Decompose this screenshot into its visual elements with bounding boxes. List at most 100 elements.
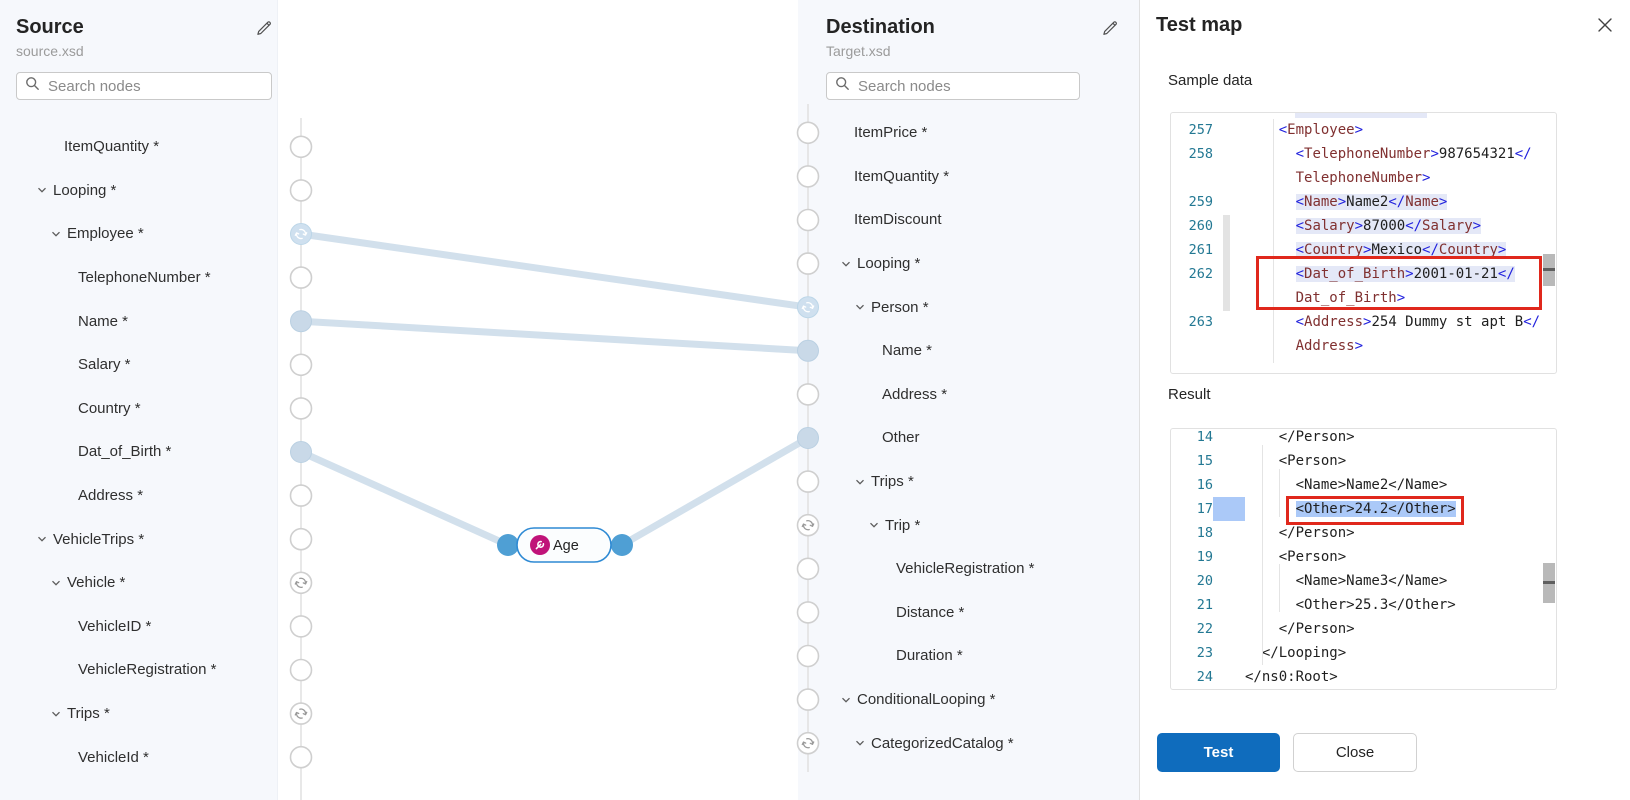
code-text: </Person> <box>1278 429 1355 445</box>
edit-source-schema-button[interactable] <box>252 18 276 45</box>
editor-margin <box>1213 142 1245 166</box>
tree-node-country[interactable]: Country * <box>0 387 277 431</box>
code-line-259: 259 <Name>Name2</Name> <box>1171 190 1556 214</box>
close-panel-button[interactable] <box>1594 14 1616 36</box>
search-icon <box>835 76 850 96</box>
source-search-input[interactable] <box>48 77 263 95</box>
editor-margin <box>1213 449 1245 473</box>
editor-margin <box>1213 473 1245 497</box>
tree-node-itemquantity[interactable]: ItemQuantity * <box>0 125 277 169</box>
tree-node-employee[interactable]: Employee * <box>0 212 277 256</box>
destination-search-input[interactable] <box>858 77 1071 95</box>
test-button[interactable]: Test <box>1157 733 1280 772</box>
mapping-canvas[interactable] <box>278 0 798 800</box>
tree-node-label: Duration * <box>896 647 963 665</box>
modified-lines-strip <box>1223 215 1230 311</box>
tree-node-itemquantity[interactable]: ItemQuantity * <box>798 155 1139 199</box>
tree-node-looping[interactable]: Looping * <box>0 169 277 213</box>
tree-node-dat_of_birth[interactable]: Dat_of_Birth * <box>0 430 277 474</box>
tree-node-trip[interactable]: Trip * <box>798 503 1139 547</box>
line-number <box>1171 334 1213 358</box>
code-text: Address> <box>1295 338 1364 354</box>
close-icon <box>1596 18 1614 37</box>
tree-node-itemprice[interactable]: ItemPrice * <box>798 111 1139 155</box>
tree-node-address[interactable]: Address * <box>0 474 277 518</box>
tree-node-conditionallooping[interactable]: ConditionalLooping * <box>798 678 1139 722</box>
tree-node-name[interactable]: Name * <box>798 329 1139 373</box>
tree-node-vehicletrips[interactable]: VehicleTrips * <box>0 517 277 561</box>
tree-node-label: Looping * <box>857 255 921 273</box>
indent-guide <box>1273 119 1274 363</box>
tree-node-duration[interactable]: Duration * <box>798 634 1139 678</box>
line-number: 263 <box>1188 314 1213 330</box>
code-text: <Other>24.2</Other> <box>1295 501 1456 517</box>
line-number: 259 <box>1188 194 1213 210</box>
tree-node-label: Salary * <box>78 356 131 374</box>
tree-node-label: VehicleRegistration * <box>78 661 217 679</box>
chevron-down-icon[interactable] <box>854 300 868 314</box>
chevron-down-icon[interactable] <box>868 518 882 532</box>
line-number <box>1171 166 1213 190</box>
indent-guide <box>1279 469 1280 517</box>
tree-node-person[interactable]: Person * <box>798 285 1139 329</box>
tree-node-vehicleregistration[interactable]: VehicleRegistration * <box>0 648 277 692</box>
tree-node-label: Distance * <box>896 603 965 621</box>
code-line-257: 257 <Employee> <box>1171 118 1556 142</box>
overview-ruler-mark <box>1543 581 1555 584</box>
code-text: <Dat_of_Birth>2001-01-21</ <box>1295 266 1515 282</box>
tree-node-other[interactable]: Other <box>798 416 1139 460</box>
code-text: <Country>Mexico</Country> <box>1295 242 1507 258</box>
tree-node-distance[interactable]: Distance * <box>798 591 1139 635</box>
tree-node-vehicleid[interactable]: VehicleId * <box>0 735 277 779</box>
chevron-down-icon[interactable] <box>840 693 854 707</box>
line-number: 15 <box>1196 453 1213 469</box>
destination-search-box <box>826 72 1080 100</box>
scrollbar-thumb[interactable] <box>1543 563 1555 603</box>
code-text: </Person> <box>1278 525 1355 541</box>
result-editor[interactable]: 14 </Person>15 <Person>16 <Name>Name2</N… <box>1170 428 1557 690</box>
tree-node-vehicleid[interactable]: VehicleID * <box>0 605 277 649</box>
tree-node-looping[interactable]: Looping * <box>798 242 1139 286</box>
tree-node-telephonenumber[interactable]: TelephoneNumber * <box>0 256 277 300</box>
chevron-down-icon[interactable] <box>36 183 50 197</box>
editor-margin <box>1213 310 1245 334</box>
chevron-down-icon[interactable] <box>50 707 64 721</box>
scrollbar-thumb[interactable] <box>1543 254 1555 286</box>
edit-destination-schema-button[interactable] <box>1098 18 1122 45</box>
sample-data-editor[interactable]: 257 <Employee>258 <TelephoneNumber>98765… <box>1170 112 1557 374</box>
tree-node-label: Vehicle * <box>67 574 126 592</box>
code-text: <Person> <box>1278 453 1347 469</box>
code-line-263: 263 <Address>254 Dummy st apt B</ <box>1171 310 1556 334</box>
editor-margin <box>1213 593 1245 617</box>
chevron-down-icon[interactable] <box>854 475 868 489</box>
tree-node-categorizedcatalog[interactable]: CategorizedCatalog * <box>798 721 1139 765</box>
tree-node-salary[interactable]: Salary * <box>0 343 277 387</box>
tree-node-label: ItemPrice * <box>854 124 928 142</box>
code-line-262: 262 <Dat_of_Birth>2001-01-21</ <box>1171 262 1556 286</box>
tree-node-trips[interactable]: Trips * <box>0 692 277 736</box>
close-button[interactable]: Close <box>1293 733 1417 772</box>
tree-node-name[interactable]: Name * <box>0 299 277 343</box>
chevron-down-icon[interactable] <box>36 532 50 546</box>
chevron-down-icon[interactable] <box>50 227 64 241</box>
source-panel: Source source.xsd ItemQuantity *Looping … <box>0 0 278 800</box>
tree-node-address[interactable]: Address * <box>798 373 1139 417</box>
tree-node-label: Trips * <box>67 705 110 723</box>
tree-node-trips[interactable]: Trips * <box>798 460 1139 504</box>
pencil-icon <box>1100 21 1120 43</box>
chevron-down-icon[interactable] <box>50 576 64 590</box>
search-icon <box>25 76 40 96</box>
pencil-icon <box>254 21 274 43</box>
editor-margin <box>1213 569 1245 593</box>
tree-node-label: ItemQuantity * <box>854 167 950 185</box>
chevron-down-icon[interactable] <box>854 736 868 750</box>
tree-node-vehicleregistration[interactable]: VehicleRegistration * <box>798 547 1139 591</box>
source-schema-name: source.xsd <box>16 43 84 59</box>
chevron-down-icon[interactable] <box>840 257 854 271</box>
tree-node-vehicle[interactable]: Vehicle * <box>0 561 277 605</box>
tree-node-label: Other <box>882 429 920 447</box>
tree-node-label: Looping * <box>53 181 117 199</box>
clipped-line <box>1171 113 1556 118</box>
tree-node-itemdiscount[interactable]: ItemDiscount <box>798 198 1139 242</box>
code-line-19: 19 <Person> <box>1171 545 1556 569</box>
